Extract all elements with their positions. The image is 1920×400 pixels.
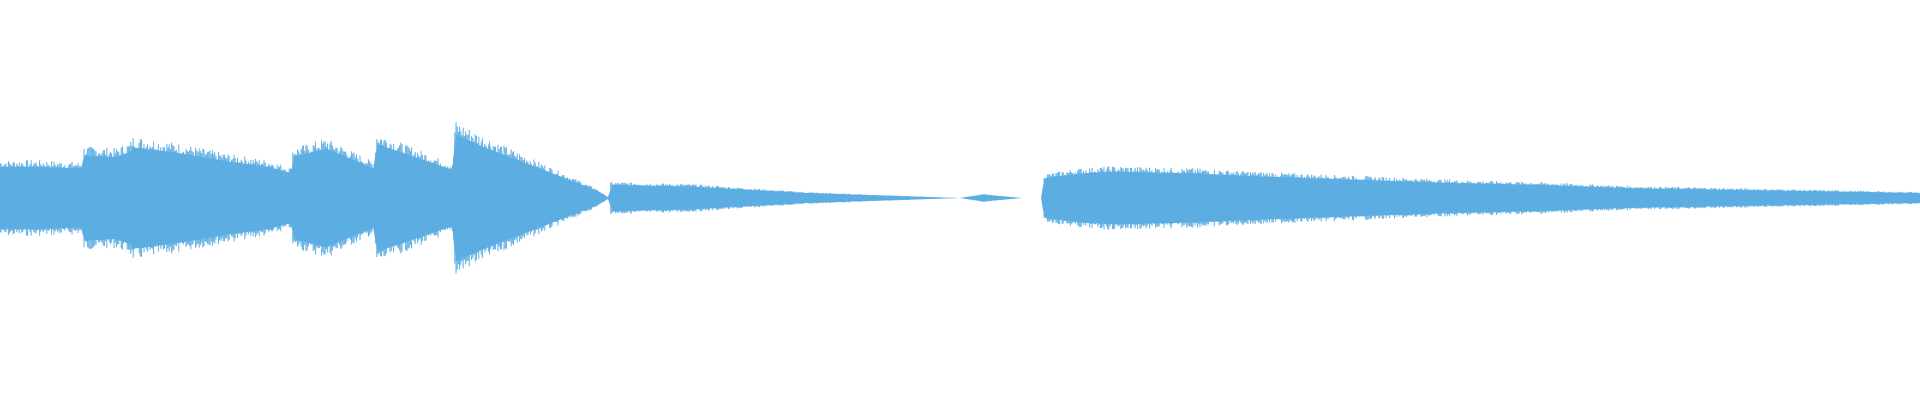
waveform-strokes: [0, 122, 1920, 274]
waveform-sample-strokes: [0, 122, 1920, 274]
